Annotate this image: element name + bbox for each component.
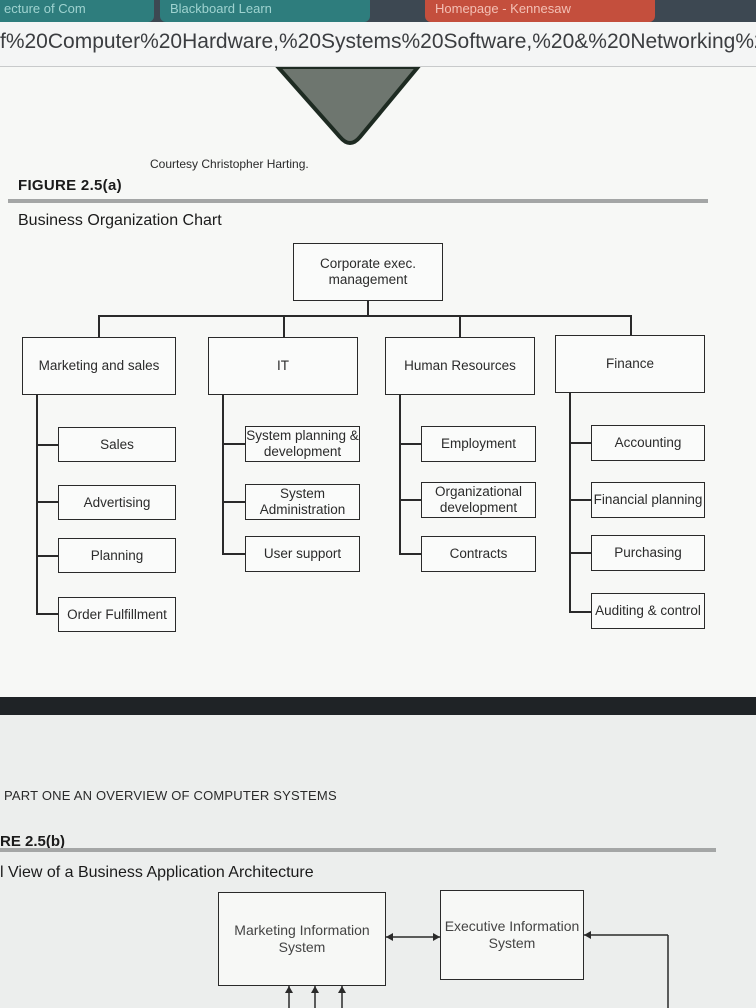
- figure-rule: [0, 848, 716, 852]
- org-node-employment: Employment: [421, 426, 536, 462]
- org-node-human-resources: Human Resources: [385, 337, 535, 395]
- org-node-accounting: Accounting: [591, 425, 705, 461]
- connector: [569, 611, 591, 613]
- org-node-it: IT: [208, 337, 358, 395]
- connector: [98, 315, 100, 337]
- org-node-order-fulfillment: Order Fulfillment: [58, 597, 176, 632]
- org-node-label: System planning & development: [246, 428, 359, 459]
- org-node-label: Marketing and sales: [38, 358, 160, 373]
- org-node-label: Employment: [440, 436, 517, 451]
- org-node-label: Accounting: [614, 435, 682, 450]
- connector: [630, 315, 632, 337]
- tab-label: ecture of Com: [4, 1, 86, 16]
- browser-tab-2[interactable]: Blackboard Learn: [160, 0, 370, 22]
- org-node-label: Sales: [100, 436, 134, 452]
- connector: [569, 499, 591, 501]
- org-node-label: IT: [277, 358, 289, 373]
- pdf-viewer[interactable]: Courtesy Christopher Harting. FIGURE 2.5…: [0, 67, 756, 1008]
- page-divider: [0, 697, 756, 715]
- system-box-executive: Executive Information System: [440, 890, 584, 980]
- connector: [36, 555, 58, 557]
- url-text[interactable]: f%20Computer%20Hardware,%20Systems%20Sof…: [0, 30, 756, 53]
- system-label: Executive Information System: [444, 918, 580, 951]
- org-node-label: Contracts: [449, 546, 508, 561]
- connector: [222, 501, 245, 503]
- org-node-label: Finance: [605, 356, 655, 371]
- browser-tab-1[interactable]: ecture of Com: [0, 0, 154, 22]
- org-node-auditing-control: Auditing & control: [591, 593, 705, 629]
- org-node-label: User support: [263, 546, 342, 561]
- part-heading: PART ONE AN OVERVIEW OF COMPUTER SYSTEMS: [4, 788, 337, 803]
- org-node-label: System Administration: [259, 486, 346, 517]
- figure-label: RE 2.5(b): [0, 833, 66, 850]
- org-node-system-planning: System planning & development: [245, 426, 360, 462]
- org-node-label: Purchasing: [614, 545, 682, 560]
- org-node-finance: Finance: [555, 335, 705, 393]
- org-node-marketing-and-sales: Marketing and sales: [22, 337, 176, 395]
- org-node-purchasing: Purchasing: [591, 535, 705, 571]
- org-node-label: Human Resources: [404, 358, 516, 373]
- org-node-advertising: Advertising: [58, 485, 176, 520]
- org-node-label: Financial planning: [593, 492, 703, 507]
- connector: [569, 552, 591, 554]
- org-node-contracts: Contracts: [421, 536, 536, 572]
- org-node-user-support: User support: [245, 536, 360, 572]
- system-label: Marketing Information System: [234, 922, 370, 955]
- org-node-organizational-development: Organizational development: [421, 482, 536, 518]
- connector: [569, 393, 571, 611]
- connector: [569, 442, 591, 444]
- org-node-label: Order Fulfillment: [67, 606, 167, 622]
- connector: [459, 315, 461, 337]
- viewer-zoom-chevron-icon[interactable]: [0, 67, 756, 157]
- org-node-financial-planning: Financial planning: [591, 482, 705, 518]
- org-node-label: Advertising: [83, 494, 151, 510]
- connector: [367, 301, 369, 315]
- figure-title: Business Organization Chart: [18, 212, 222, 229]
- figure-title: l View of a Business Application Archite…: [0, 864, 314, 881]
- org-node-root: Corporate exec. management: [293, 243, 443, 301]
- connector: [36, 444, 58, 446]
- org-node-system-administration: System Administration: [245, 484, 360, 520]
- tab-label: Homepage - Kennesaw: [435, 1, 571, 16]
- org-node-label: Corporate exec. management: [319, 256, 417, 287]
- connector: [283, 315, 285, 337]
- browser-tab-3[interactable]: Homepage - Kennesaw: [425, 0, 655, 22]
- org-node-label: Auditing & control: [595, 603, 701, 618]
- connector: [222, 443, 245, 445]
- connector: [36, 501, 58, 503]
- connector: [98, 315, 631, 317]
- architecture-connectors: [285, 931, 669, 1008]
- connector: [399, 499, 421, 501]
- connector: [399, 395, 401, 553]
- system-box-marketing: Marketing Information System: [218, 892, 386, 986]
- connector: [399, 443, 421, 445]
- image-credit: Courtesy Christopher Harting.: [150, 157, 309, 171]
- connector: [36, 613, 58, 615]
- connector: [36, 395, 38, 613]
- figure-rule: [8, 199, 708, 203]
- browser-tab-bar: ecture of Com Blackboard Learn Homepage …: [0, 0, 756, 22]
- org-node-planning: Planning: [58, 538, 176, 573]
- org-node-label: Organizational development: [434, 484, 523, 515]
- connector: [399, 553, 421, 555]
- org-node-label: Planning: [90, 547, 144, 563]
- tab-label: Blackboard Learn: [170, 1, 272, 16]
- org-node-sales: Sales: [58, 427, 176, 462]
- connector: [222, 395, 224, 553]
- figure-label: FIGURE 2.5(a): [18, 177, 122, 194]
- connector: [222, 553, 245, 555]
- address-bar[interactable]: f%20Computer%20Hardware,%20Systems%20Sof…: [0, 22, 756, 67]
